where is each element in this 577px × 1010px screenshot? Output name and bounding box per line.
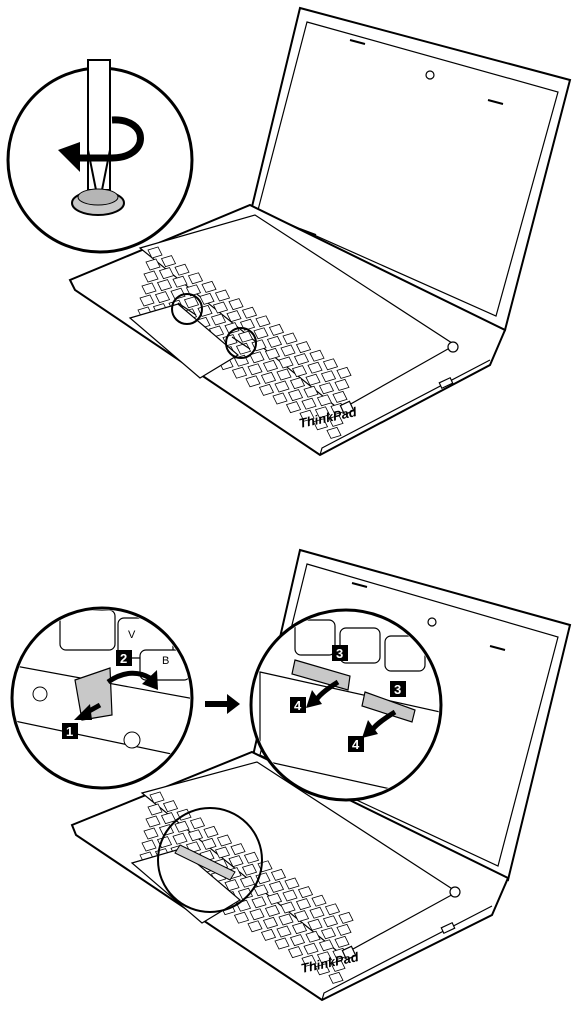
svg-text:1: 1 (66, 724, 73, 739)
detail-callout-left: V B 1 2 (10, 608, 200, 788)
power-button-icon (448, 342, 458, 352)
bottom-figure: ThinkPad V B (10, 550, 570, 1000)
webcam-icon-bottom (428, 618, 436, 626)
svg-text:3: 3 (394, 682, 401, 697)
next-step-arrow-icon (205, 694, 240, 714)
screwdriver-callout (8, 60, 192, 252)
step-badge-3a: 3 (332, 645, 348, 661)
step-badge-4a: 4 (290, 697, 306, 713)
detail-callout-right: 3 3 4 4 (251, 610, 441, 800)
svg-text:4: 4 (294, 698, 302, 713)
power-button-icon-bottom (450, 887, 460, 897)
trackpoint-button-icon (33, 687, 47, 701)
svg-text:4: 4 (352, 737, 360, 752)
step-badge-3b: 3 (390, 681, 406, 697)
top-figure: ThinkPad (8, 8, 570, 455)
svg-text:2: 2 (120, 651, 127, 666)
webcam-icon (426, 71, 434, 79)
step-badge-1: 1 (62, 723, 78, 739)
step-badge-4b: 4 (348, 736, 364, 752)
svg-text:3: 3 (336, 646, 343, 661)
step-badge-2: 2 (116, 650, 132, 666)
key-label-v: V (128, 629, 136, 641)
key-label-b: B (162, 655, 169, 667)
